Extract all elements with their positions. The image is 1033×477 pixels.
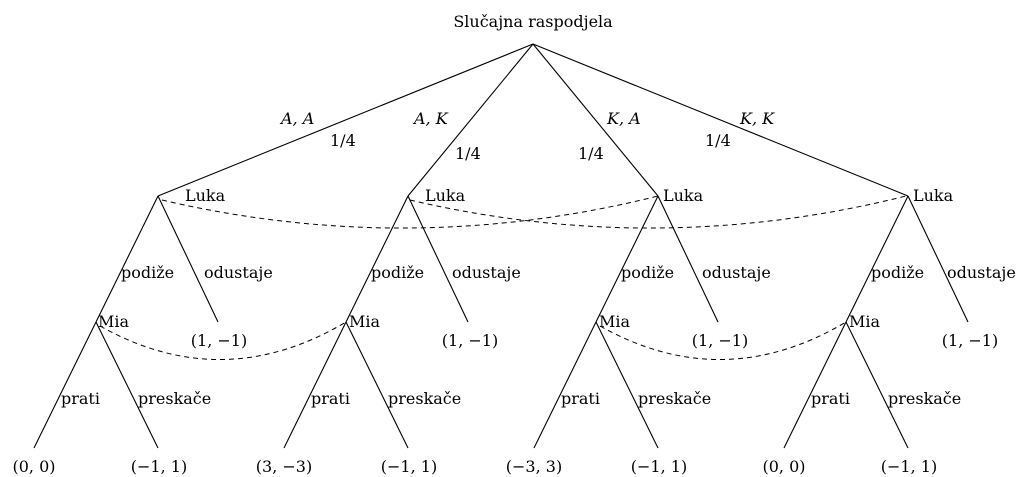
luka-node-label-4: Luka (913, 186, 954, 205)
raise-edge-2 (345, 195, 409, 323)
fold-edge-1 (157, 195, 219, 323)
call-edge-4 (783, 321, 847, 449)
root-label: Slučajna raspodjela (453, 12, 613, 31)
mia-node-label-4: Mia (849, 312, 881, 331)
call-edge-1 (33, 321, 97, 449)
fold-edge-2 (407, 195, 469, 323)
luka-node-label-2: Luka (425, 186, 466, 205)
fold-edge-3 (657, 195, 719, 323)
chance-edge-label-4: K, K (739, 109, 775, 128)
mia-node-label-1: Mia (98, 312, 130, 331)
raise-edge-3 (595, 195, 659, 323)
raise-label-3: podiže (621, 263, 674, 282)
mia-info-set-link-1 (99, 321, 347, 360)
pass-label-2: preskače (388, 389, 461, 408)
call-label-1: prati (61, 389, 100, 408)
pass-payoff-1: (−1, 1) (131, 457, 187, 476)
raise-label-4: podiže (871, 263, 924, 282)
call-edge-3 (533, 321, 597, 449)
luka-node-label-3: Luka (663, 186, 704, 205)
pass-label-4: preskače (888, 389, 961, 408)
fold-payoff-3: (1, −1) (692, 331, 748, 350)
call-payoff-2: (3, −3) (256, 457, 312, 476)
fold-label-4: odustaje (947, 263, 1016, 282)
fold-payoff-1: (1, −1) (191, 331, 247, 350)
mia-info-set-link-2 (599, 321, 847, 360)
pass-edge-2 (345, 321, 409, 449)
chance-edge-prob-2: 1/4 (455, 144, 481, 163)
pass-edge-4 (845, 321, 909, 449)
call-payoff-3: (−3, 3) (506, 457, 562, 476)
luka-node-label-1: Luka (185, 186, 226, 205)
chance-edge-prob-3: 1/4 (578, 144, 604, 163)
raise-edge-1 (95, 195, 159, 323)
pass-payoff-3: (−1, 1) (631, 457, 687, 476)
fold-edge-4 (907, 195, 969, 323)
fold-label-1: odustaje (204, 263, 273, 282)
call-payoff-1: (0, 0) (12, 457, 55, 476)
chance-edge-label-2: A, K (412, 109, 449, 128)
fold-label-3: odustaje (702, 263, 771, 282)
call-label-2: prati (311, 389, 350, 408)
chance-edge-1 (157, 43, 534, 197)
chance-edge-label-3: K, A (606, 109, 641, 128)
call-label-3: prati (561, 389, 600, 408)
fold-label-2: odustaje (452, 263, 521, 282)
raise-edge-4 (845, 195, 909, 323)
fold-payoff-2: (1, −1) (442, 331, 498, 350)
chance-edge-3 (532, 43, 659, 197)
chance-edge-prob-1: 1/4 (330, 131, 356, 150)
chance-edge-2 (407, 43, 534, 197)
pass-label-1: preskače (138, 389, 211, 408)
pass-payoff-2: (−1, 1) (381, 457, 437, 476)
raise-label-2: podiže (371, 263, 424, 282)
fold-payoff-4: (1, −1) (942, 331, 998, 350)
pass-label-3: preskače (638, 389, 711, 408)
chance-edge-4 (532, 43, 909, 197)
pass-payoff-4: (−1, 1) (881, 457, 937, 476)
mia-node-label-2: Mia (349, 312, 381, 331)
chance-edge-prob-4: 1/4 (705, 131, 731, 150)
luka-info-set-link-2 (409, 195, 907, 229)
call-label-4: prati (811, 389, 850, 408)
call-payoff-4: (0, 0) (762, 457, 805, 476)
mia-node-label-3: Mia (599, 312, 631, 331)
pass-edge-3 (595, 321, 659, 449)
raise-label-1: podiže (121, 263, 174, 282)
call-edge-2 (283, 321, 347, 449)
chance-edge-label-1: A, A (279, 109, 314, 128)
pass-edge-1 (95, 321, 159, 449)
